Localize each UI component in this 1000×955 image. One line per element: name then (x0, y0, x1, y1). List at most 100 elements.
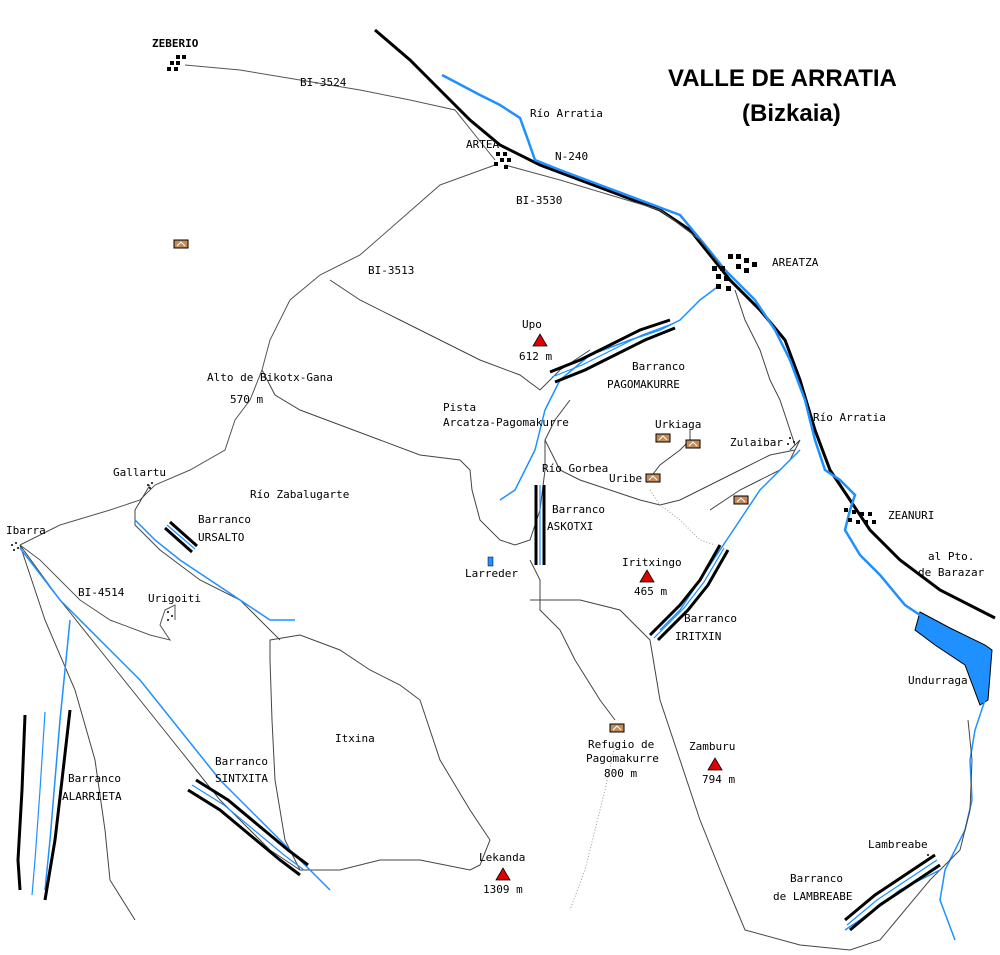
gorge-alarrieta (16, 709, 72, 901)
trail-zulaibar (709, 439, 801, 511)
town-zeanuri-icon (844, 508, 876, 524)
label-gorge-ursalto-2: URSALTO (198, 531, 244, 544)
label-itxina: Itxina (335, 732, 375, 745)
label-barazar-2: de Barazar (918, 566, 985, 579)
track-uribe (649, 489, 716, 546)
label-rio-arratia-top: Río Arratia (530, 107, 603, 120)
trail-itxina-outer (19, 544, 136, 921)
label-bi3530: BI-3530 (516, 194, 562, 207)
town-zeberio-icon (167, 55, 186, 71)
label-gorge-lambreabe-2: de LAMBREABE (773, 890, 852, 903)
label-artea: ARTEA (466, 138, 499, 151)
map-title: VALLE DE ARRATIA (668, 65, 897, 92)
label-gorge-alarrieta-1: Barranco (68, 772, 121, 785)
hamlet-dots (11, 437, 933, 858)
trail-uribe-urkiaga (649, 430, 691, 479)
town-areatza-icon (712, 254, 757, 291)
label-urkiaga: Urkiaga (655, 418, 701, 431)
undurraga-reservoir (914, 611, 993, 706)
trail-bikotx-upo (329, 279, 591, 391)
label-gorge-askotxi-2: ASKOTXI (547, 520, 593, 533)
town-artea-icon (494, 152, 511, 169)
label-urigoiti: Urigoiti (148, 592, 201, 605)
label-areatza: AREATZA (772, 256, 819, 269)
label-lambreabe: Lambreabe (868, 838, 928, 851)
label-peak-upo: Upo (522, 318, 542, 331)
trail-pista-south (529, 559, 616, 721)
river-zabalugarte (134, 519, 295, 621)
label-refuge-1: Refugio de (588, 738, 654, 751)
label-gorge-ursalto-1: Barranco (198, 513, 251, 526)
road-bi3530 (504, 164, 721, 266)
label-gorge-pagomakurre-1: Barranco (632, 360, 685, 373)
label-larreder: Larreder (465, 567, 518, 580)
river-iritxin (659, 449, 801, 631)
label-peak-iritxingo: Iritxingo (622, 556, 682, 569)
label-gorge-lambreabe-1: Barranco (790, 872, 843, 885)
river-arratia-lower (939, 699, 986, 941)
trail-gallartu-ursalto (134, 484, 281, 641)
label-undurraga: Undurraga (908, 674, 968, 687)
label-rio-gorbea: Río Gorbea (542, 462, 608, 475)
peak-zamburu-icon (707, 757, 723, 771)
gorge-ursalto (164, 520, 198, 554)
trail-zamburu-loop (530, 599, 973, 951)
map-subtitle: (Bizkaia) (742, 100, 841, 127)
gorge-lambreabe (844, 853, 941, 932)
river-ibarra-sintxita (19, 547, 331, 891)
label-gorge-pagomakurre-2: PAGOMAKURRE (607, 378, 680, 391)
label-zulaibar: Zulaibar (730, 436, 783, 449)
label-peak-lekanda-elev: 1309 m (483, 883, 523, 896)
gorge-askotxi (534, 485, 546, 565)
label-bi3524: BI-3524 (300, 76, 347, 89)
label-gallartu: Gallartu (113, 466, 166, 479)
peak-iritxingo-icon (639, 569, 655, 583)
river-alarrieta (44, 619, 71, 891)
label-gorge-askotxi-1: Barranco (552, 503, 605, 516)
label-zeanuri: ZEANURI (888, 509, 934, 522)
label-gorge-iritxin-2: IRITXIN (675, 630, 721, 643)
hut-icon (645, 473, 661, 483)
label-pista-1: Pista (443, 401, 476, 414)
label-gorge-sintxita-1: Barranco (215, 755, 268, 768)
label-peak-iritxingo-elev: 465 m (634, 585, 667, 598)
trail-pass-larreder (261, 369, 571, 546)
label-peak-zamburu: Zamburu (689, 740, 735, 753)
label-refuge-elev: 800 m (604, 767, 637, 780)
peak-upo-icon (532, 333, 548, 347)
hut-icon (733, 495, 749, 505)
road-bi3513 (19, 164, 496, 546)
larreder-icon (487, 556, 494, 567)
hut-icon (685, 439, 701, 449)
label-uribe: Uribe (609, 472, 642, 485)
label-gorge-alarrieta-2: ALARRIETA (62, 790, 122, 803)
gorge-pagomakurre (549, 318, 676, 384)
label-peak-lekanda: Lekanda (479, 851, 525, 864)
label-pass-name: Alto de Bikotx-Gana (207, 371, 333, 384)
label-gorge-sintxita-2: SINTXITA (215, 772, 268, 785)
peak-lekanda-icon (495, 867, 511, 881)
trail-itxina (269, 634, 491, 871)
road-bi4514 (19, 544, 176, 641)
label-rio-zabalugarte: Río Zabalugarte (250, 488, 349, 501)
river-arratia (441, 73, 921, 617)
label-peak-upo-elev: 612 m (519, 350, 552, 363)
label-barazar-1: al Pto. (928, 550, 974, 563)
trail-ibarra-sintxita (19, 544, 301, 871)
hut-icon (655, 433, 671, 443)
label-bi3513: BI-3513 (368, 264, 414, 277)
gorge-iritxin (648, 544, 730, 642)
gorge-sintxita (187, 778, 309, 877)
label-bi4514: BI-4514 (78, 586, 125, 599)
label-pista-2: Arcatza-Pagomakurre (443, 416, 569, 429)
refuge-icon (609, 723, 625, 733)
label-peak-zamburu-elev: 794 m (702, 773, 735, 786)
label-pass-elevation: 570 m (230, 393, 263, 406)
road-n240 (374, 28, 996, 620)
label-zeberio: ZEBERIO (152, 37, 199, 50)
hut-icon (173, 239, 189, 249)
label-refuge-2: Pagomakurre (586, 752, 659, 765)
label-n240: N-240 (555, 150, 588, 163)
label-gorge-iritxin-1: Barranco (684, 612, 737, 625)
